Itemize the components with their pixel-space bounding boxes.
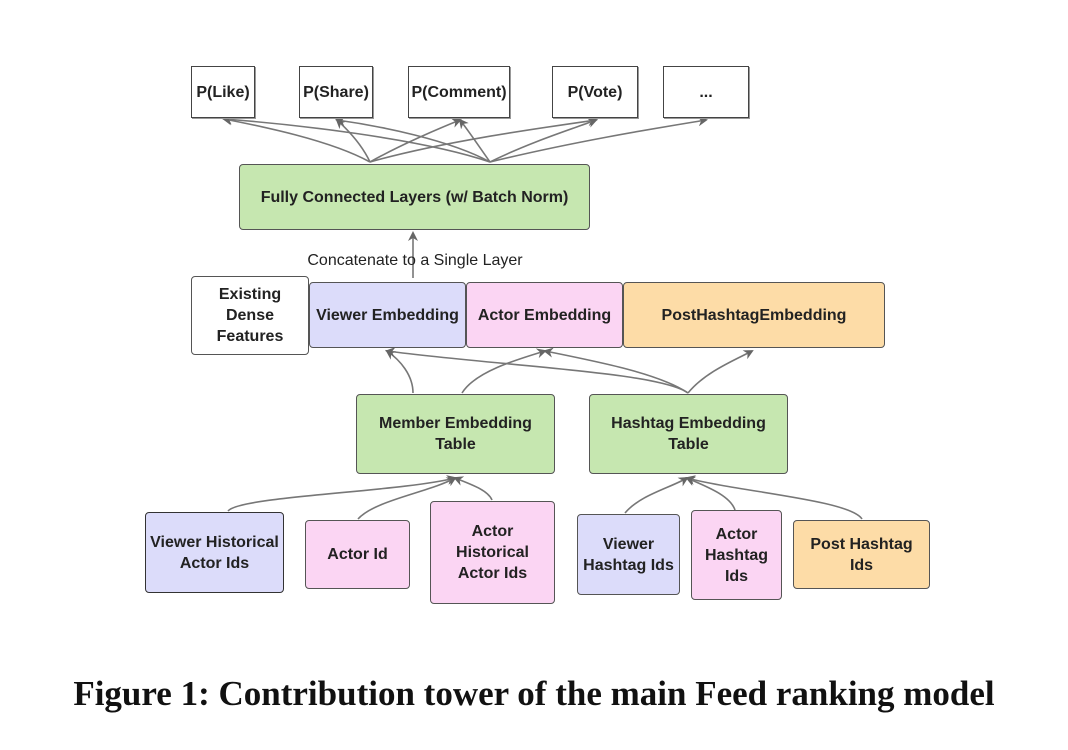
post-hashtag-embedding-label: PostHashtagEmbedding xyxy=(661,306,847,324)
output-p-comment: P(Comment) xyxy=(408,66,510,118)
output-p-like-label: P(Like) xyxy=(196,83,250,101)
output-p-share-label: P(Share) xyxy=(303,83,369,101)
arrow-fc-to-share-b xyxy=(335,116,491,163)
post-hashtag-embedding: PostHashtagEmbedding xyxy=(623,282,885,348)
viewer-embedding-label: Viewer Embedding xyxy=(316,306,459,324)
output-p-share: P(Share) xyxy=(299,66,373,118)
arrow-hashtag-to-viewer-emb xyxy=(385,347,689,394)
output-p-vote: P(Vote) xyxy=(552,66,638,118)
output-p-vote-label: P(Vote) xyxy=(567,83,623,101)
input-actor-hashtag-ids-label: Actor Hashtag Ids xyxy=(704,525,769,585)
input-post-hashtag-ids-label: Post Hashtag Ids xyxy=(810,535,913,574)
output-more: ... xyxy=(663,66,749,118)
arrow-fc-to-like-b xyxy=(222,114,491,163)
hashtag-embedding-table: Hashtag Embedding Table xyxy=(589,394,788,474)
arrow-viewer-hist-to-member xyxy=(227,475,457,512)
arrow-fc-to-more xyxy=(489,116,708,163)
member-embedding-table-label: Member Embedding Table xyxy=(379,415,532,453)
existing-dense-features: Existing Dense Features xyxy=(191,276,309,355)
arrow-member-to-viewer-emb xyxy=(385,349,414,394)
arrow-actor-hist-to-member xyxy=(453,476,493,501)
arrow-member-to-actor-emb xyxy=(461,348,547,394)
arrow-hashtag-to-post-emb xyxy=(687,350,754,394)
input-viewer-historical-actor-ids: Viewer Historical Actor Ids xyxy=(145,512,284,593)
actor-embedding: Actor Embedding xyxy=(466,282,623,348)
fully-connected-layers-label: Fully Connected Layers (w/ Batch Norm) xyxy=(260,188,569,206)
input-actor-hashtag-ids: Actor Hashtag Ids xyxy=(691,510,782,600)
arrow-hashtag-to-actor-emb xyxy=(543,347,689,394)
actor-embedding-label: Actor Embedding xyxy=(477,306,612,324)
figure-caption: Figure 1: Contribution tower of the main… xyxy=(73,674,995,713)
arrow-fc-to-vote-a xyxy=(369,116,598,163)
viewer-embedding: Viewer Embedding xyxy=(309,282,466,348)
arrow-post-hashtag-to-hashtag xyxy=(685,475,863,520)
arrow-fc-to-comment-b xyxy=(458,118,491,163)
arrow-actor-id-to-member xyxy=(357,477,457,520)
input-actor-historical-actor-ids: Actor Historical Actor Ids xyxy=(430,501,555,604)
input-viewer-historical-actor-ids-label: Viewer Historical Actor Ids xyxy=(150,533,279,572)
input-actor-historical-actor-ids-label: Actor Historical Actor Ids xyxy=(456,523,529,582)
input-post-hashtag-ids: Post Hashtag Ids xyxy=(793,520,930,589)
arrow-fc-to-like-a xyxy=(222,115,371,163)
output-more-label: ... xyxy=(699,83,713,101)
hashtag-embedding-table-label: Hashtag Embedding Table xyxy=(611,415,766,453)
input-actor-id-label: Actor Id xyxy=(327,546,388,563)
input-viewer-hashtag-ids-label: Viewer Hashtag Ids xyxy=(583,535,674,574)
existing-dense-features-label: Existing Dense Features xyxy=(216,286,284,345)
output-p-like: P(Like) xyxy=(191,66,255,118)
arrow-fc-to-comment-a xyxy=(369,118,462,163)
arrow-viewer-hashtag-to-hashtag xyxy=(624,476,689,514)
output-p-comment-label: P(Comment) xyxy=(411,83,507,101)
input-viewer-hashtag-ids: Viewer Hashtag Ids xyxy=(577,514,680,595)
fully-connected-layers: Fully Connected Layers (w/ Batch Norm) xyxy=(239,164,590,230)
concat-label: Concatenate to a Single Layer xyxy=(307,252,523,269)
input-actor-id: Actor Id xyxy=(305,520,410,589)
arrow-fc-to-share-a xyxy=(335,118,371,163)
arrow-fc-to-vote-b xyxy=(489,118,598,163)
member-embedding-table: Member Embedding Table xyxy=(356,394,555,474)
